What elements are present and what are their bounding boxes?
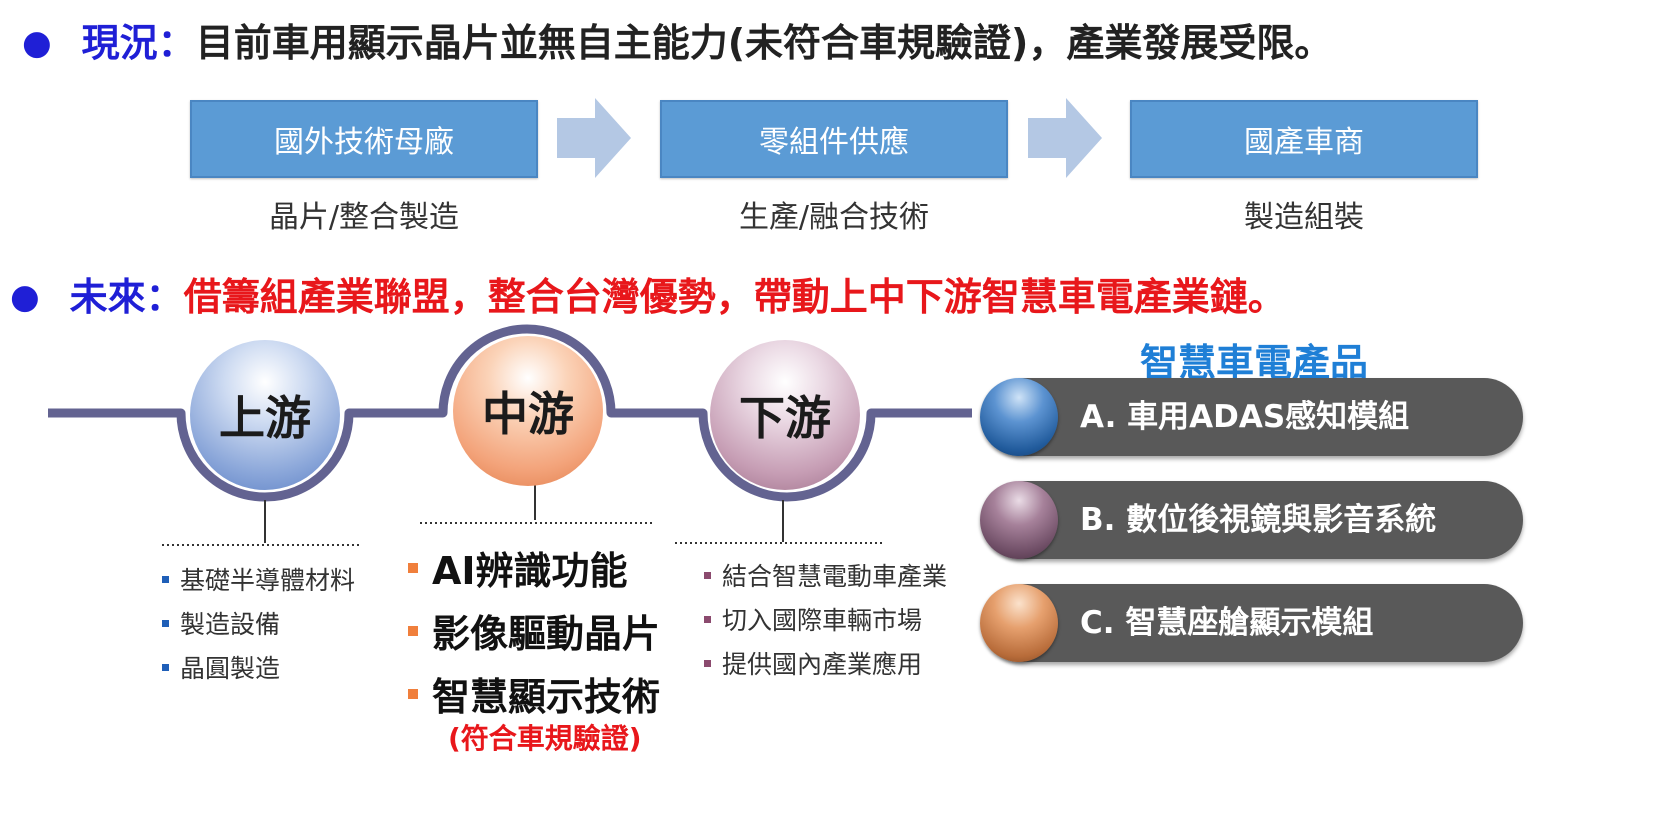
list-item: 提供國內產業應用 [704,641,947,685]
list-item-text: 切入國際車輛市場 [722,606,923,635]
list-item-text: AI辨識功能 [432,549,628,593]
list-item: 結合智慧電動車產業 [704,553,947,597]
bullet-square-icon [704,659,711,667]
list-item-text: 影像驅動晶片 [432,612,661,656]
downstream-label: 下游 [739,391,831,445]
product-label-c: C. 智慧座艙顯示模組 [1080,605,1374,641]
flow-sub-2: 生產/融合技術 [738,200,930,235]
current-text: 目前車用顯示晶片並無自主能力(未符合車規驗證)，產業發展受限。 [195,21,1333,65]
bullet-dot: ● [22,23,52,63]
list-item-text: 結合智慧電動車產業 [722,562,948,591]
product-label-a: A. 車用ADAS感知模組 [1080,399,1410,435]
flow-sub-3: 製造組裝 [1244,200,1364,235]
flow-box-3: 國產車商 [1130,100,1478,178]
midstream-sphere: 中游 [453,336,603,486]
products-title: 智慧車電產品 [1140,341,1369,385]
bullet-square-icon [704,615,711,623]
bullet-square-icon [704,571,711,579]
flow-sub-1: 晶片/整合製造 [268,200,460,235]
future-label: 未來： [69,275,184,319]
bullet-square-icon [162,619,169,627]
list-item-text: 晶圓製造 [180,654,281,683]
list-item-text: 基礎半導體材料 [180,566,356,595]
flow-box-1: 國外技術母廠 [190,100,538,178]
flow-arrow-1-icon [557,98,631,178]
downstream-list: 結合智慧電動車產業 切入國際車輛市場 提供國內產業應用 [704,553,947,685]
bullet-square-icon [162,663,169,671]
midstream-list: AI辨識功能 影像驅動晶片 智慧顯示技術 [408,536,660,725]
current-headline: ● 現況： 目前車用顯示晶片並無自主能力(未符合車規驗證)，產業發展受限。 [22,24,1332,62]
product-ball-a-icon [980,378,1058,456]
bullet-square-icon [408,625,418,636]
midstream-note: (符合車規驗證) [448,722,642,755]
list-item: 切入國際車輛市場 [704,597,947,641]
list-item: AI辨識功能 [408,536,660,599]
bullet-dot: ● [10,277,40,317]
list-item-text: 智慧顯示技術 [432,675,661,719]
list-item: 晶圓製造 [162,645,355,689]
product-ball-c-icon [980,584,1058,662]
list-item: 製造設備 [162,601,355,645]
product-pill-c [985,584,1523,662]
upstream-list: 基礎半導體材料 製造設備 晶圓製造 [162,557,355,689]
flow-arrow-2-icon [1028,98,1102,178]
future-headline: ● 未來： 借籌組產業聯盟，整合台灣優勢，帶動上中下游智慧車電產業鏈。 [10,278,1286,316]
upstream-label: 上游 [219,391,311,445]
bullet-square-icon [162,575,169,583]
list-item: 基礎半導體材料 [162,557,355,601]
product-pill-a [985,378,1523,456]
list-item-text: 提供國內產業應用 [722,650,923,679]
midstream-label: 中游 [482,387,574,441]
list-item-text: 製造設備 [180,610,281,639]
future-text: 借籌組產業聯盟，整合台灣優勢，帶動上中下游智慧車電產業鏈。 [183,275,1286,319]
downstream-sphere: 下游 [710,340,860,490]
list-item: 影像驅動晶片 [408,599,660,662]
flow-box-2: 零組件供應 [660,100,1008,178]
current-label: 現況： [81,21,196,65]
bullet-square-icon [408,562,418,573]
bullet-square-icon [408,688,418,699]
product-pill-b [985,481,1523,559]
product-ball-b-icon [980,481,1058,559]
upstream-sphere: 上游 [190,340,340,490]
product-label-b: B. 數位後視鏡與影音系統 [1080,502,1437,538]
list-item: 智慧顯示技術 [408,662,660,725]
